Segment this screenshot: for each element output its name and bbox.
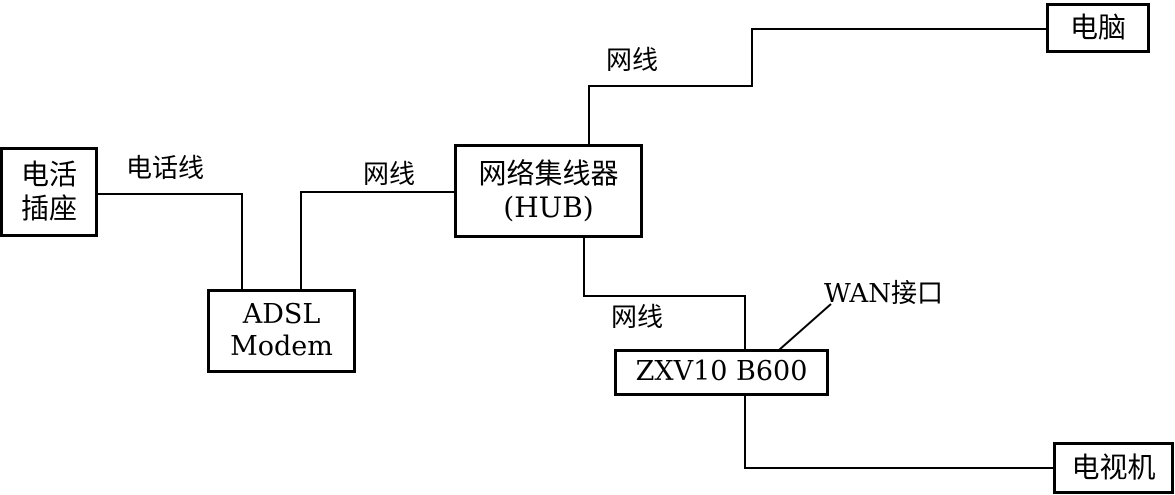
stb-label: ZXV10 B600 xyxy=(635,356,808,388)
hub-stb-cable-label: 网线 xyxy=(611,303,664,333)
phone-line-label: 电话线 xyxy=(126,154,205,184)
stb-tv-connector xyxy=(744,395,1054,469)
hub-pc-cable-label: 网线 xyxy=(606,46,659,76)
phone-socket-label-line2: 插座 xyxy=(20,192,77,225)
hub-label-line2: (HUB) xyxy=(503,191,594,224)
phone-line-connector xyxy=(97,193,243,290)
hub-label-line1: 网络集线器 xyxy=(478,157,619,191)
modem-hub-cable-label: 网线 xyxy=(363,160,416,190)
wan-port-pointer xyxy=(778,303,832,351)
tv-box: 电视机 xyxy=(1053,442,1174,494)
computer-box: 电脑 xyxy=(1046,3,1150,53)
phone-socket-box: 电活 插座 xyxy=(0,147,98,237)
hub-pc-connector xyxy=(588,28,1047,146)
modem-hub-connector xyxy=(300,191,456,290)
phone-socket-label-line1: 电活 xyxy=(20,158,77,192)
wan-port-label: WAN接口 xyxy=(824,279,943,309)
hub-stb-connector xyxy=(583,237,746,350)
adsl-modem-box: ADSL Modem xyxy=(207,289,356,373)
computer-label: 电脑 xyxy=(1069,11,1126,45)
hub-box: 网络集线器 (HUB) xyxy=(454,144,643,238)
stb-box: ZXV10 B600 xyxy=(614,349,829,396)
adsl-modem-label-line2: Modem xyxy=(230,331,333,362)
tv-label: 电视机 xyxy=(1071,451,1156,485)
adsl-modem-label-line1: ADSL xyxy=(242,298,321,330)
